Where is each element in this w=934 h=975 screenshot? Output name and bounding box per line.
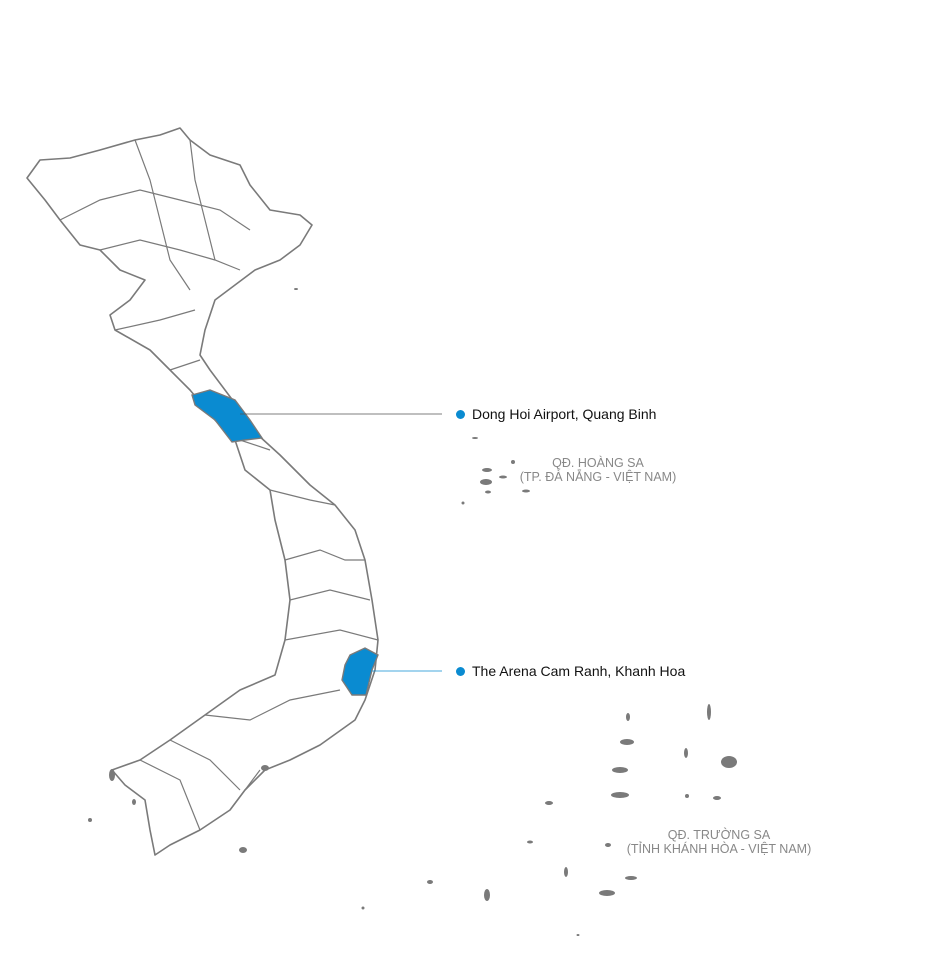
location-marker-icon — [456, 666, 465, 676]
archipelago-jurisdiction: (TỈNH KHÁNH HÒA - VIỆT NAM) — [626, 842, 812, 856]
country-outline — [26, 127, 379, 856]
location-label-dong-hoi[interactable]: Dong Hoi Airport, Quang Binh — [456, 406, 656, 422]
province-khanh-hoa — [341, 647, 379, 696]
archipelago-label-hoang-sa: QĐ. HOÀNG SA (TP. ĐÀ NẴNG - VIỆT NAM) — [510, 456, 686, 484]
location-label-cam-ranh[interactable]: The Arena Cam Ranh, Khanh Hoa — [456, 663, 685, 679]
archipelago-name: QĐ. HOÀNG SA — [552, 456, 644, 470]
location-name: Dong Hoi Airport, Quang Binh — [472, 406, 657, 422]
province-borders — [59, 139, 379, 831]
archipelago-name: QĐ. TRƯỜNG SA — [667, 828, 771, 842]
archipelago-jurisdiction: (TP. ĐÀ NẴNG - VIỆT NAM) — [519, 470, 677, 484]
province-quang-binh — [191, 389, 264, 443]
location-marker-icon — [456, 409, 465, 419]
location-name: The Arena Cam Ranh, Khanh Hoa — [472, 663, 686, 679]
archipelago-label-truong-sa: QĐ. TRƯỜNG SA (TỈNH KHÁNH HÒA - VIỆT NAM… — [614, 828, 824, 856]
islands — [88, 288, 737, 936]
